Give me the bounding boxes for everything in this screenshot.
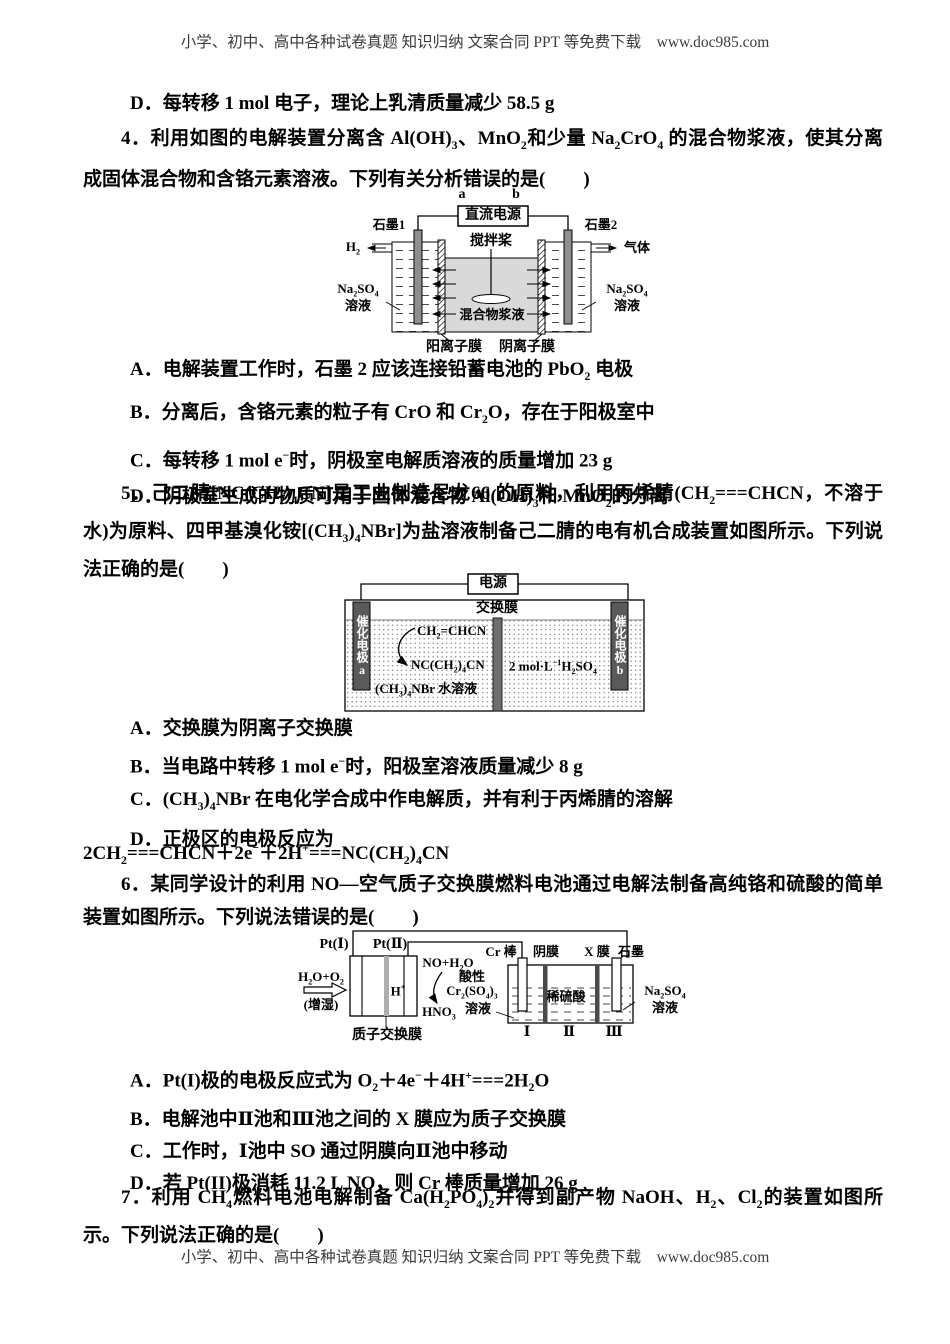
q4-option-a: A．电解装置工作时，石墨 2 应该连接铅蓄电池的 PbO2 电极	[130, 359, 634, 383]
slurry-label: 混合物浆液	[459, 307, 525, 322]
q5-stem: 5．己二腈[NC(CH2)4CN]是工业制造尼龙66 的原料，利用丙烯腈(CH2…	[83, 483, 883, 580]
gas-outlets	[366, 243, 618, 253]
graphite-label: 石墨	[617, 944, 644, 959]
graphite-2-label: 石墨2	[584, 217, 618, 232]
label-leader-lines	[385, 301, 597, 311]
adiponitrile-label: NC(CH2)4CN	[411, 657, 485, 675]
gas-label: 气体	[623, 240, 650, 255]
q6-diagram-art	[303, 930, 636, 1028]
q7-stem: 7．利用 CH4燃料电池电解制备 Ca(H2PO4)2并得到副产物 NaOH、H…	[83, 1187, 883, 1246]
q5-option-d: D．正极区的电极反应为	[130, 829, 334, 851]
circuit-wires	[417, 205, 569, 230]
stirrer-label: 搅拌桨	[470, 234, 512, 249]
acidic-label: 酸性	[458, 969, 485, 984]
q6-option-d: D．若 Pt(II)极消耗 11.2 L NO，则 Cr 棒质量增加 26 g	[130, 1173, 578, 1195]
cell3-label: Ⅲ	[605, 1025, 623, 1040]
exchange-membrane-label: 交换膜	[476, 601, 518, 616]
anion-membrane-label: 阴膜	[532, 944, 559, 959]
q5-option-b: B．当电路中转移 1 mol e−时，阳极室溶液质量减少 8 g	[130, 755, 583, 778]
feed-label: H2O+O2	[298, 969, 344, 987]
proton-label: H+	[390, 983, 406, 999]
q6-options: A．Pt(I)极的电极反应式为 O2＋4e−＋4H+===2H2O B．电解池中…	[130, 1060, 878, 1200]
q5-diagram: 电源 交换膜 催化电极a 催化电极b CH2=CHCN NC(CH2)4CN (…	[333, 570, 648, 718]
stirrer-paddle	[471, 249, 511, 304]
graphite-1-label: 石墨1	[372, 217, 406, 232]
electrolysis-tank	[507, 964, 634, 1024]
humidified-label: (增湿)	[303, 997, 339, 1012]
fuel-cell	[349, 955, 418, 1028]
reaction-arrow	[396, 627, 416, 666]
ion-flow-arrows	[431, 266, 552, 318]
tank-electrodes	[517, 957, 622, 1012]
q4-option-c: C．每转移 1 mol e−时，阴极室电解质溶液的质量增加 23 g	[130, 448, 613, 471]
hno3-label: HNO3	[422, 1004, 456, 1022]
q4-options: A．电解装置工作时，石墨 2 应该连接铅蓄电池的 PbO2 电极 B．分离后，含…	[130, 352, 878, 522]
catalytic-electrodes	[352, 601, 629, 691]
solution-label: 溶液	[464, 1001, 491, 1016]
q6-stem: 6．某同学设计的利用 NO—空气质子交换膜燃料电池通过电解法制备高纯铬和硫酸的简…	[83, 874, 883, 928]
page-footer: 小学、初中、高中各种试卷真题 知识归纳 文案合同 PPT 等免费下载 www.d…	[180, 1249, 770, 1266]
q4-option-d: D．阴极室生成的物质可用于固体混合物 Al(OH)3和 MnO2的分离	[130, 485, 669, 510]
no-h2o-label: NO+H2O	[422, 955, 474, 973]
catalytic-electrode-a-label: 催化电极a	[355, 615, 369, 677]
dc-power-supply-label: 直流电源	[465, 208, 521, 223]
cation-membrane-label: 阳离子膜	[426, 340, 482, 355]
catalytic-electrode-b-label: 催化电极b	[613, 615, 627, 677]
terminal-b-label: b	[512, 187, 520, 202]
acrylonitrile-label: CH2=CHCN	[417, 623, 487, 641]
q5-option-d-equation: 2CH2===CHCN＋2e−＋2H+===NC(CH2)4CN	[83, 841, 450, 867]
cr-salt-label: Cr2(SO4)3	[446, 984, 498, 1001]
cell1-label: Ⅰ	[523, 1025, 531, 1040]
pem-label: 质子交换膜	[352, 1028, 422, 1043]
circuit-wires	[360, 573, 629, 602]
q6-diagram: Pt(Ⅰ) Pt(Ⅱ) H2O+O2 (增湿) H+ 质子交换膜 NO+H2O …	[290, 928, 700, 1063]
q6-option-c: C．工作时，Ⅰ池中 SO 通过阴膜向Ⅱ池中移动	[130, 1141, 508, 1163]
q4-diagram-art	[366, 205, 618, 343]
page-header: 小学、初中、高中各种试卷真题 知识归纳 文案合同 PPT 等免费下载 www.d…	[180, 34, 770, 51]
q5-options: A．交换膜为阴离子交换膜 B．当电路中转移 1 mol e−时，阳极室溶液质量减…	[130, 712, 878, 856]
q4-stem: 4．利用如图的电解装置分离含 Al(OH)3、MnO2和少量 Na2CrO4 的…	[83, 128, 883, 190]
x-membrane-label: X 膜	[584, 944, 610, 959]
dilute-acid-label: 稀硫酸	[546, 989, 586, 1004]
q6-option-a: A．Pt(I)极的电极反应式为 O2＋4e−＋4H+===2H2O	[130, 1069, 550, 1095]
q6-option-b: B．电解池中Ⅱ池和Ⅲ池之间的 X 膜应为质子交换膜	[130, 1109, 567, 1131]
pt1-label: Pt(Ⅰ)	[319, 937, 349, 952]
cr-rod-label: Cr 棒	[485, 944, 517, 959]
q5-option-c: C．(CH3)4NBr 在电化学合成中作电解质，并有利于丙烯腈的溶解	[130, 789, 673, 814]
no-to-hno3-arrow	[428, 971, 443, 1005]
label-leader-lines	[495, 1001, 636, 1019]
sulfuric-acid-label: 2 mol·L−1H2SO4	[509, 658, 597, 676]
pt2-label: Pt(Ⅱ)	[372, 937, 408, 952]
exchange-membrane-bar	[492, 617, 503, 712]
q5-diagram-art	[344, 573, 645, 712]
q5-option-a: A．交换膜为阴离子交换膜	[130, 718, 353, 739]
q4-option-b: B．分离后，含铬元素的粒子有 CrO 和 Cr2O，存在于阳极室中	[130, 401, 655, 426]
anion-membrane-label: 阴离子膜	[499, 340, 555, 355]
cell2-label: Ⅱ	[563, 1025, 575, 1040]
h2-gas-label: H2	[345, 239, 361, 257]
tank-membranes	[543, 965, 600, 1023]
feed-arrow	[303, 982, 348, 998]
circuit-wires	[352, 930, 628, 958]
terminal-a-label: a	[458, 187, 466, 202]
power-supply-label: 电源	[479, 576, 507, 591]
salt-solution-label: (CH3)4NBr 水溶液	[375, 681, 478, 699]
prev-question-option-d: D．每转移 1 mol 电子，理论上乳清质量减少 58.5 g	[130, 93, 555, 114]
